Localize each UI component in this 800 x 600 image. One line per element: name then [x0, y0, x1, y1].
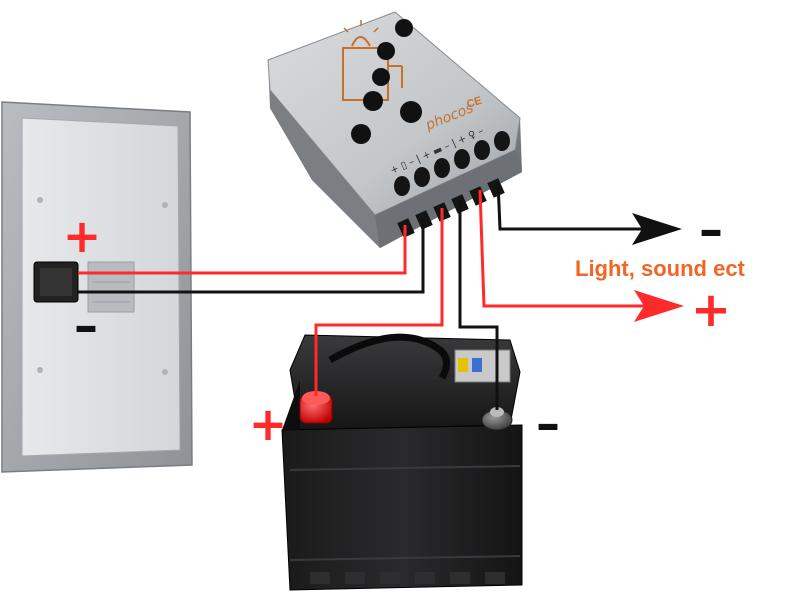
controller-hole [377, 42, 395, 60]
solar-panel [2, 102, 192, 472]
panel-minus-sign: – [74, 298, 98, 354]
charge-controller: CE phocos + ▯ – | + ▬ – | + ♀ – [268, 12, 522, 248]
controller-hole [351, 124, 371, 144]
load-label: Light, sound ect [575, 256, 746, 281]
load-positive-wire [480, 190, 668, 306]
controller-hole [400, 101, 422, 123]
battery [282, 335, 522, 590]
controller-hole [372, 68, 390, 86]
battery-minus-sign: – [536, 396, 560, 452]
battery-plus-sign: + [249, 397, 288, 451]
controller-hole [395, 19, 413, 37]
load-plus-sign: + [691, 282, 731, 338]
load-minus-sign: – [699, 202, 723, 258]
controller-hole [363, 91, 383, 111]
panel-plus-sign: + [63, 209, 102, 263]
